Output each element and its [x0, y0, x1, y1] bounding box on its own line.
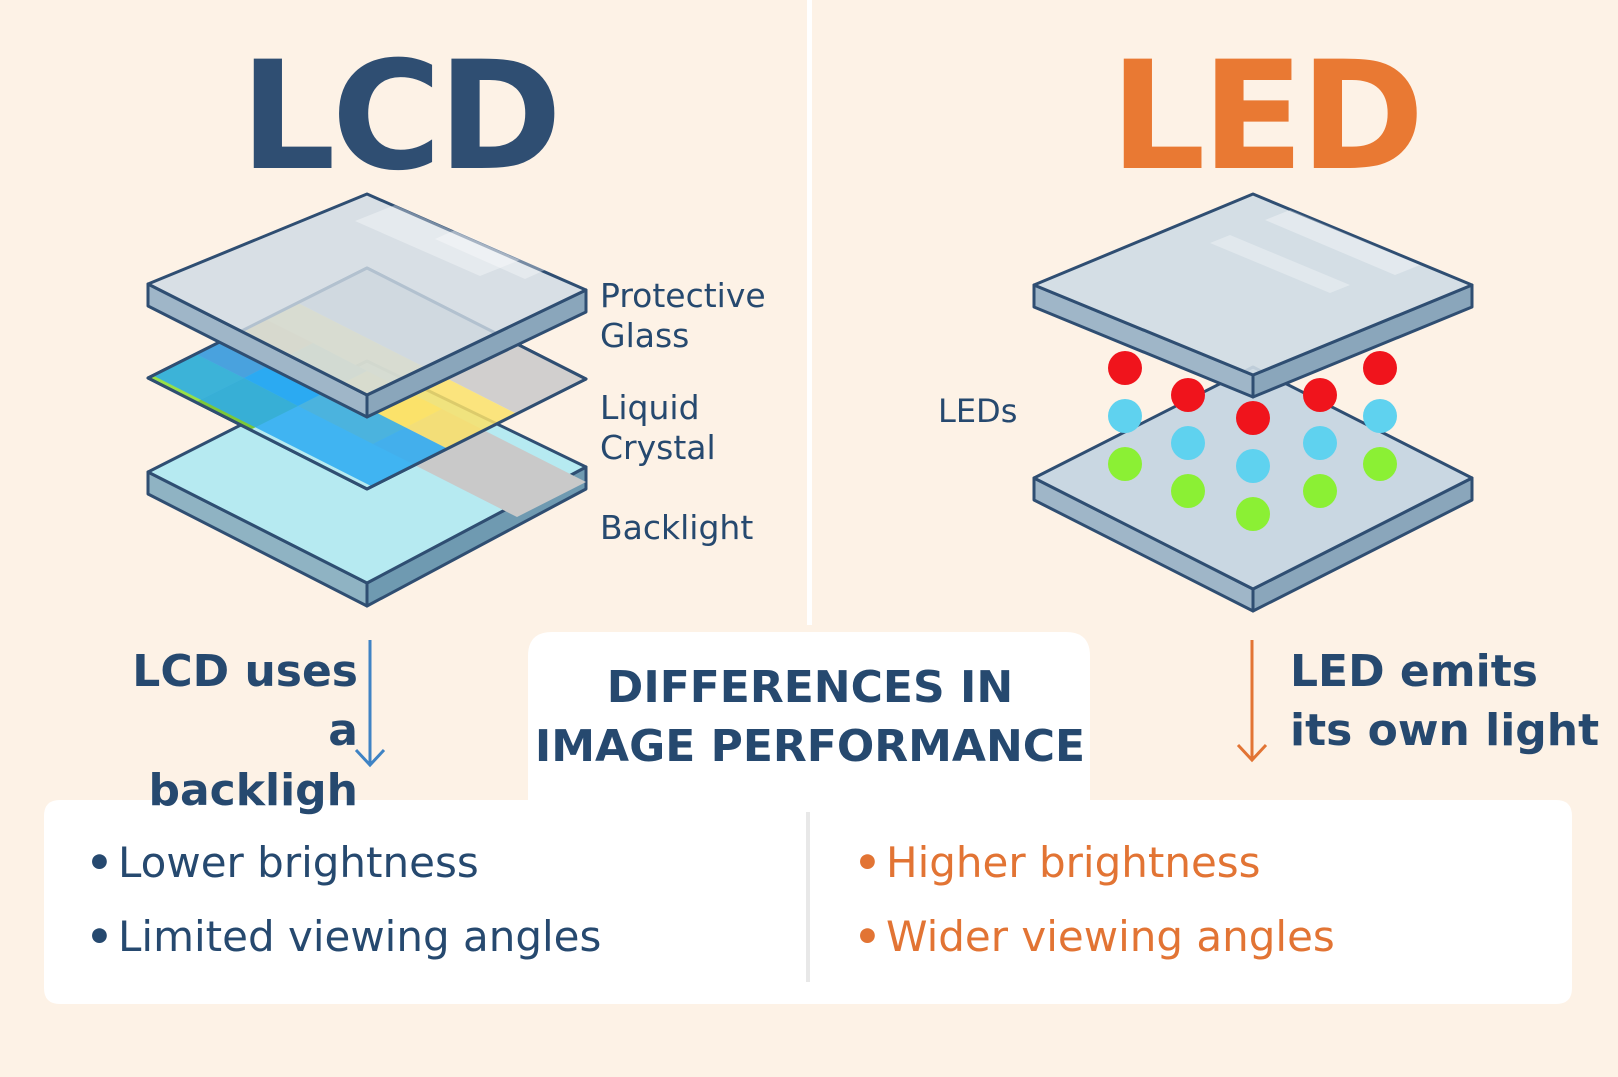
led-dot-icon	[1108, 399, 1142, 433]
led-dot-icon	[1363, 447, 1397, 481]
lcd-caption: LCD uses a backligh	[132, 646, 358, 816]
led-dot-icon	[1108, 351, 1142, 385]
label-leds: LEDs	[938, 392, 1018, 430]
led-dot-icon	[1171, 474, 1205, 508]
label-backlight: Backlight	[600, 508, 754, 547]
label-protective-glass: Protective Glass	[600, 276, 766, 355]
led-dot-icon	[1363, 399, 1397, 433]
led-dot-icon	[1171, 426, 1205, 460]
led-dot-icon	[1303, 378, 1337, 412]
lcd-title: LCD	[240, 30, 562, 204]
led-dot-icon	[1363, 351, 1397, 385]
led-dot-icon	[1303, 426, 1337, 460]
led-bullet-list: •Higher brightness •Wider viewing angles	[854, 826, 1335, 974]
list-item: •Wider viewing angles	[854, 912, 1335, 961]
led-title: LED	[1110, 30, 1425, 204]
label-liquid-crystal: Liquid Crystal	[600, 388, 716, 467]
list-item: •Lower brightness	[86, 838, 479, 887]
led-dot-icon	[1303, 474, 1337, 508]
list-item: •Limited viewing angles	[86, 912, 602, 961]
arrow-down-icon	[1236, 640, 1268, 763]
panel-divider	[806, 812, 810, 982]
lcd-bullet-list: •Lower brightness •Limited viewing angle…	[86, 826, 601, 974]
list-item: •Higher brightness	[854, 838, 1261, 887]
led-dot-icon	[1236, 401, 1270, 435]
center-divider	[807, 0, 812, 625]
led-dot-icon	[1236, 449, 1270, 483]
lcd-protective-glass-layer	[146, 192, 588, 419]
led-dot-icon	[1171, 378, 1205, 412]
led-dot-icon	[1236, 497, 1270, 531]
banner-title: DIFFERENCES IN IMAGE PERFORMANCE	[534, 662, 1086, 773]
lcd-bullet-text: Lower brightness	[118, 838, 479, 887]
lcd-bullet-text: Limited viewing angles	[118, 912, 602, 961]
arrow-down-icon	[354, 640, 386, 768]
led-bullet-text: Wider viewing angles	[886, 912, 1335, 961]
led-dot-icon	[1108, 447, 1142, 481]
led-protective-glass-layer	[1032, 192, 1474, 399]
led-dot-grid	[1108, 351, 1397, 531]
led-bullet-text: Higher brightness	[886, 838, 1261, 887]
led-caption: LED emits its own light	[1290, 646, 1600, 757]
